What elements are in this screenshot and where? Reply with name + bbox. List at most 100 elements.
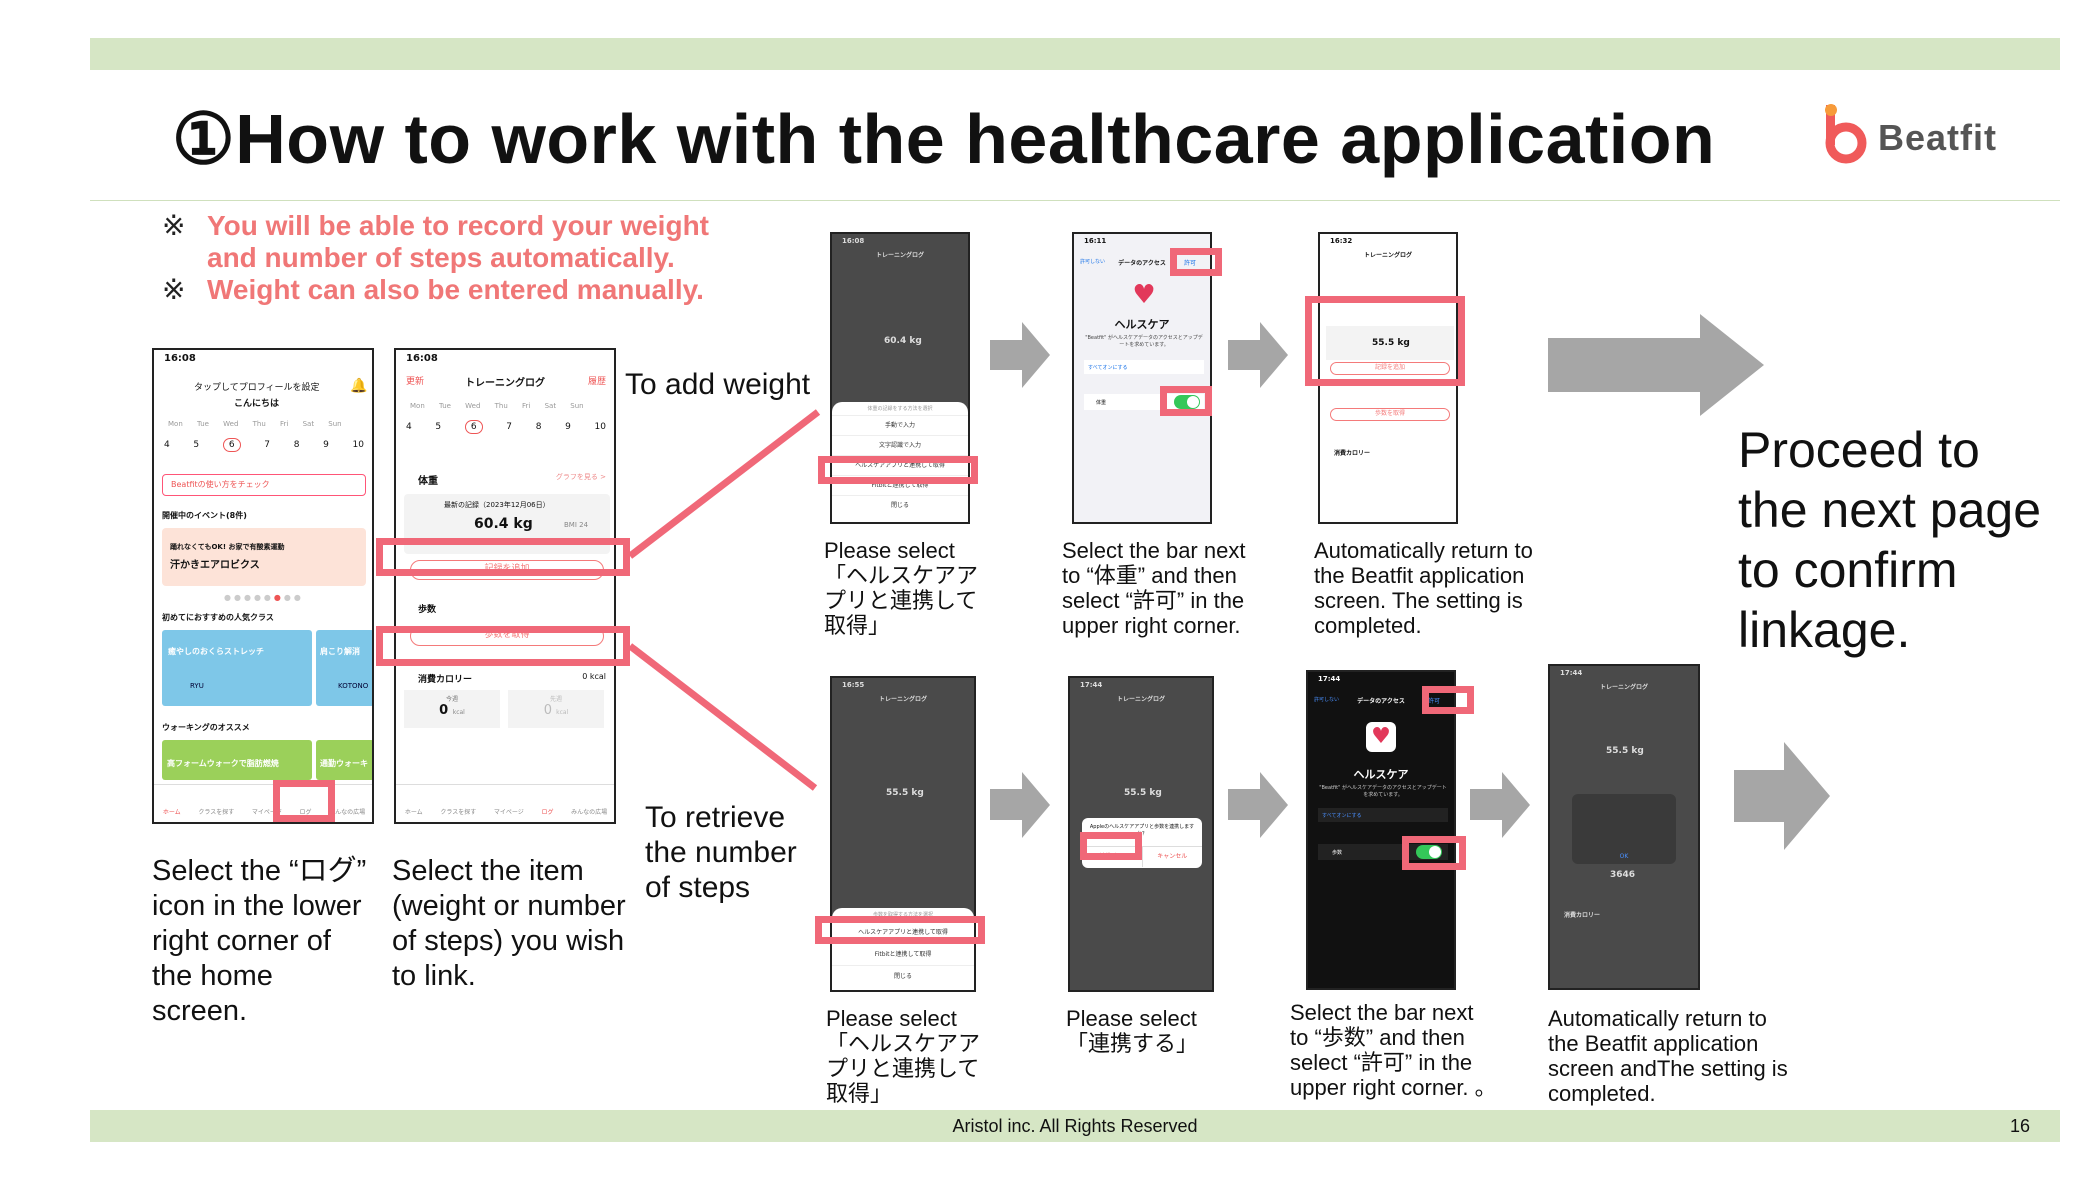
arrow-right-icon	[1470, 772, 1530, 838]
history-link[interactable]: 履歴	[587, 377, 606, 387]
note-text: Weight can also be entered manually.	[207, 274, 704, 305]
menu-manual[interactable]: 手動で入力	[832, 416, 968, 436]
refresh-link[interactable]: 更新	[406, 377, 425, 387]
all-on-link[interactable]: すべてオンにする	[1084, 360, 1204, 374]
caption-w2: Select the bar next to “体重” and then sel…	[1062, 538, 1246, 638]
allow-link[interactable]: 許可	[1183, 260, 1196, 267]
highlight-healthcare-option	[818, 456, 978, 484]
all-on-link[interactable]: すべてオンにする	[1318, 808, 1448, 822]
kcal-total: 0 kcal	[582, 672, 606, 681]
steps-label: 歩数	[418, 605, 437, 615]
date[interactable]: 4	[406, 422, 412, 432]
nav-mypage[interactable]: マイページ	[493, 809, 524, 816]
walking-heading: ウォーキングのオススメ	[162, 723, 250, 732]
nav-log[interactable]: ログ	[299, 809, 312, 816]
profile-prompt[interactable]: タップしてプロフィールを設定	[194, 383, 320, 393]
nav-home[interactable]: ホーム	[404, 809, 423, 816]
menu-close[interactable]: 閉じる	[890, 502, 909, 509]
status-time: 16:32	[1330, 237, 1353, 245]
coach-name: RYU	[190, 682, 204, 690]
date[interactable]: 9	[323, 440, 329, 450]
bell-icon[interactable]: 🔔	[350, 378, 368, 394]
date[interactable]: 5	[193, 440, 200, 450]
label-steps: To retrieve the number of steps	[645, 801, 797, 904]
nav-community[interactable]: みんなの広場	[329, 809, 366, 816]
walk-card[interactable]: 通勤ウォーキ	[316, 740, 372, 780]
events-heading: 開催中のイベント(8件)	[162, 511, 247, 520]
kcal-prev-card: 先週 0 kcal	[508, 690, 604, 728]
date[interactable]: 4	[164, 440, 170, 450]
label-add-weight: To add weight	[625, 368, 811, 401]
date[interactable]: 7	[506, 422, 512, 432]
walk-card[interactable]: 高フォームウォークで脂肪燃焼	[162, 740, 312, 780]
arrow-right-icon	[1228, 322, 1288, 388]
highlight-weight-result	[1305, 296, 1465, 386]
phone-steps-done: 17:44 トレーニングログ 55.5 kg OK 3646 消費カロリー	[1548, 664, 1700, 990]
note-mark: ※	[162, 210, 186, 241]
nav-find-class[interactable]: クラスを探す	[440, 809, 477, 816]
access-desc: "Beatfit" がヘルスケアデータのアクセスとアップデートを求めています。	[1085, 335, 1203, 348]
note-row: ※ Weight can also be entered manually.	[162, 274, 709, 306]
kcal-today-label: 今週	[445, 696, 458, 703]
menu-fitbit[interactable]: Fitbitと連携して取得	[832, 476, 968, 496]
date-strip: 4 5 6 7 8 9 10	[406, 420, 606, 434]
steps-toggle[interactable]	[1416, 845, 1442, 859]
date[interactable]: 10	[594, 422, 606, 432]
weight-toggle[interactable]	[1174, 395, 1200, 409]
calories-label: 消費カロリー	[1564, 912, 1601, 919]
menu-fitbit[interactable]: Fitbitと連携して取得	[832, 944, 974, 966]
steps-row[interactable]: 歩数	[1318, 844, 1448, 860]
deny-link[interactable]: 許可しない	[1314, 697, 1340, 703]
arrow-right-icon	[1548, 314, 1764, 416]
phone-home-screen: 16:08 タップしてプロフィールを設定 こんにちは 🔔 Mon Tue Wed…	[152, 348, 374, 824]
event-card[interactable]: 踊れなくてもOK! お家で有酸素運動 汗かきエアロビクス	[162, 528, 366, 586]
menu-ocr[interactable]: 文字認識で入力	[832, 436, 968, 456]
date-selected[interactable]: 6	[464, 420, 483, 434]
nav-mypage[interactable]: マイページ	[251, 809, 282, 816]
kcal-unit: kcal	[556, 709, 569, 716]
week-days: Mon Tue Wed Thu Fri Sat Sun	[410, 402, 584, 410]
event-sub: 踊れなくてもOK! お家で有酸素運動	[170, 543, 285, 551]
add-record-button[interactable]: 記録を追加	[1330, 362, 1450, 375]
menu-close[interactable]: 閉じる	[893, 973, 912, 980]
graph-link[interactable]: グラフを見る >	[555, 473, 606, 481]
heart-icon: ♥	[1366, 722, 1396, 752]
weight-value: 55.5 kg	[1606, 746, 1644, 756]
screen-title: トレーニングログ	[878, 696, 927, 703]
class-card[interactable]: 癒やしのおくらストレッチ RYU	[162, 630, 312, 706]
date[interactable]: 5	[435, 422, 442, 432]
caption-s2: Please select 「連携する」	[1066, 1006, 1199, 1056]
nav-community[interactable]: みんなの広場	[571, 809, 608, 816]
phone-weight-done: 16:32 トレーニングログ 55.5 kg 記録を追加 歩数を取得 消費カロリ…	[1318, 232, 1458, 524]
deny-link[interactable]: 許可しない	[1080, 259, 1106, 265]
cancel-button[interactable]: キャンセル	[1157, 853, 1188, 860]
search-banner[interactable]: Beatfitの使い方をチェック	[162, 474, 366, 496]
week-days: Mon Tue Wed Thu Fri Sat Sun	[168, 420, 342, 428]
event-title: 汗かきエアロビクス	[170, 560, 260, 571]
allow-link[interactable]: 許可	[1427, 698, 1440, 705]
date[interactable]: 10	[352, 440, 364, 450]
menu-healthcare[interactable]: ヘルスケアアプリと連携して取得	[832, 456, 968, 476]
ok-button[interactable]: OK	[1619, 853, 1629, 860]
date[interactable]: 8	[535, 422, 542, 432]
get-steps-button[interactable]: 歩数を取得	[1330, 408, 1450, 421]
caption-w1: Please select 「ヘルスケアア プリと連携して 取得」	[824, 538, 979, 638]
date[interactable]: 9	[565, 422, 571, 432]
nav-find-class[interactable]: クラスを探す	[198, 809, 235, 816]
kcal-today-card: 今週 0 kcal	[404, 690, 500, 728]
class-card[interactable]: 肩こり解消 KOTONO	[316, 630, 372, 706]
date[interactable]: 7	[264, 440, 270, 450]
caption-s4: Automatically return to the Beatfit appl…	[1548, 1006, 1788, 1106]
date[interactable]: 8	[293, 440, 300, 450]
caption-item: Select the item (weight or number of ste…	[392, 855, 626, 992]
health-app-name: ヘルスケア	[1353, 768, 1409, 781]
date-selected[interactable]: 6	[222, 438, 241, 452]
status-time: 17:44	[1560, 669, 1583, 677]
highlight-steps-toggle	[1402, 836, 1466, 870]
nav-log[interactable]: ログ	[541, 809, 554, 816]
screen-title: トレーニングログ	[1363, 252, 1412, 259]
popular-heading: 初めてにおすすめの人気クラス	[162, 613, 274, 622]
done-dialog: OK	[1572, 794, 1676, 864]
nav-home[interactable]: ホーム	[162, 809, 181, 816]
